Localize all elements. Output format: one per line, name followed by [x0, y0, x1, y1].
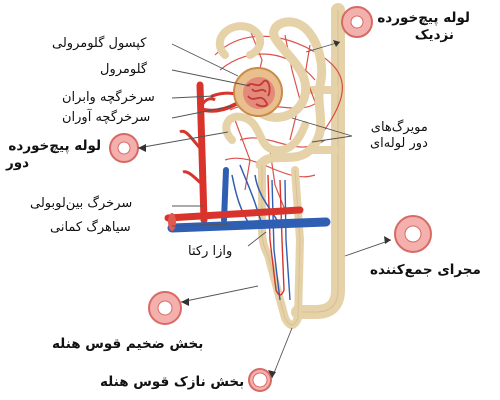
peritubular-label-line2: دور لوله‌ای	[370, 136, 428, 152]
proximal-tubule-label-line2: نزدیک	[414, 26, 454, 43]
arcuate-vein-label: سیاهرگ کمانی	[50, 220, 131, 235]
distal-tubule-label-line1: لوله پیچ‌خورده	[8, 138, 102, 154]
thick-loop-crosssection-icon	[148, 291, 182, 325]
efferent-arteriole-label: سرخرگچه وابران	[62, 90, 155, 105]
glomerulus-label: گلومرول	[100, 62, 148, 77]
collecting-duct-crosssection-icon	[394, 215, 432, 253]
proximal-tubule-label-line1: لوله پیچ‌خورده	[377, 10, 470, 26]
distal-tubule-label-line2: دور	[6, 154, 30, 171]
arcuate-vein	[167, 217, 331, 233]
afferent-arteriole	[202, 102, 238, 113]
leader-lines	[137, 41, 392, 379]
peritubular-capillaries-label: مویرگ‌های دور لوله‌ای	[370, 120, 428, 153]
thin-loop-crosssection-icon	[248, 368, 272, 392]
proximal-tubule	[250, 17, 327, 170]
collecting-duct-label: مجرای جمع‌کننده	[370, 262, 481, 278]
distal-tubule-crosssection-icon	[109, 133, 139, 163]
interlobular-artery-label: سرخرگ بین‌لوبولی	[30, 196, 133, 211]
peritubular-label-line1: مویرگ‌های	[370, 120, 428, 135]
proximal-tubule-label: لوله پیچ‌خورده نزدیک	[377, 10, 470, 44]
bowman-capsule-label: کپسول گلومرولی	[52, 36, 147, 51]
distal-tubule	[222, 112, 309, 155]
renal-corpuscle	[233, 67, 283, 117]
proximal-tubule-crosssection-icon	[341, 6, 373, 38]
thick-loop-label: بخش ضخیم قوس هنله	[52, 336, 204, 352]
vasa-recta-label: وازا رکتا	[188, 244, 233, 259]
arcuate-artery	[164, 206, 304, 222]
vasa-recta	[267, 174, 291, 301]
efferent-arteriole	[210, 91, 238, 98]
thin-loop-label: بخش نازک قوس هنله	[100, 374, 245, 390]
distal-tubule-label: لوله پیچ‌خورده دور	[6, 138, 101, 172]
afferent-arteriole-label: سرخرگچه آوران	[62, 110, 151, 125]
